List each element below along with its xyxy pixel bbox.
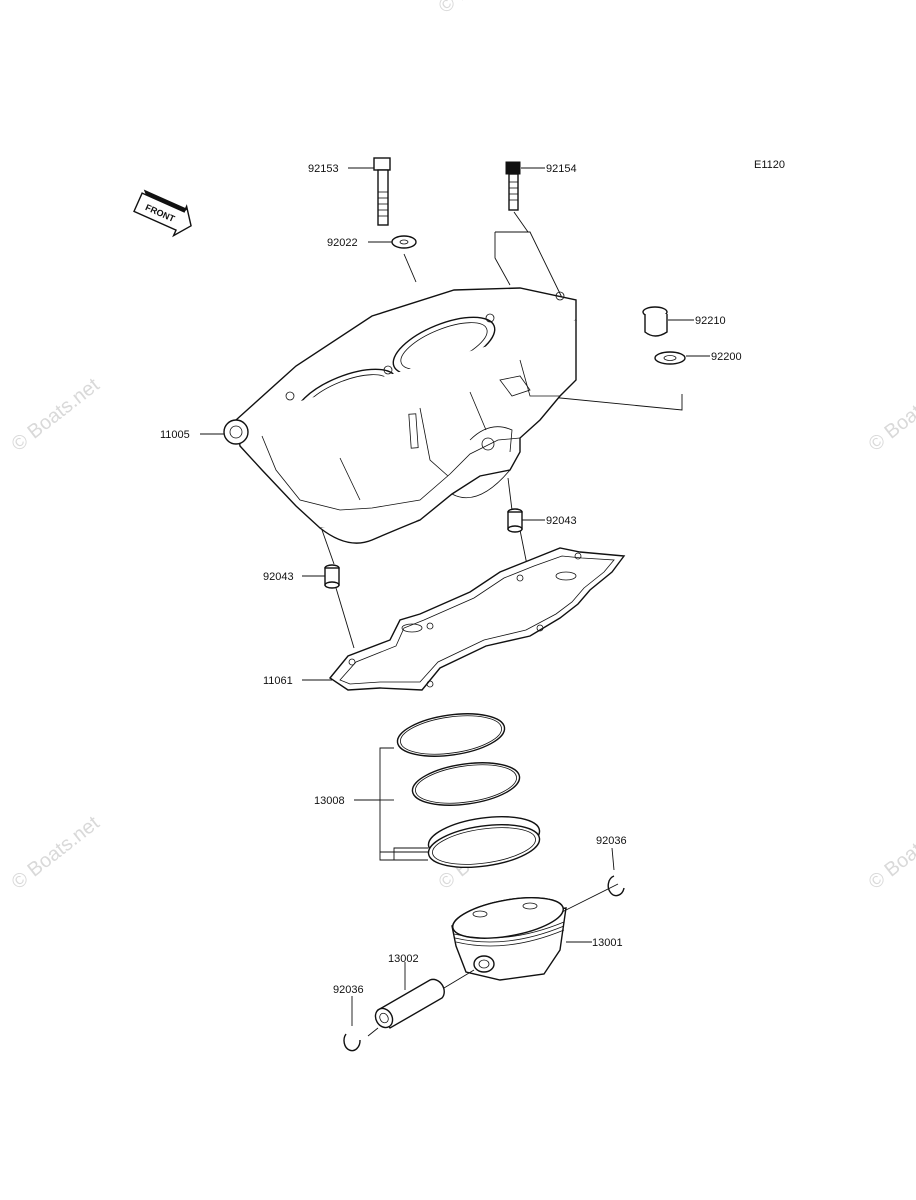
label-92210: 92210 (695, 315, 726, 327)
dowel-92043-left (324, 564, 340, 589)
washer-92200 (654, 351, 686, 365)
bolt-92154 (505, 161, 521, 211)
label-92043-right: 92043 (546, 515, 577, 527)
piston-pin-13002 (374, 978, 445, 1029)
label-92153: 92153 (308, 163, 339, 175)
watermark-top: © Boats.net (435, 0, 531, 18)
label-92154: 92154 (546, 163, 577, 175)
watermark-left: © Boats.net (8, 374, 104, 456)
label-13001: 13001 (592, 937, 623, 949)
cap-92210 (642, 306, 668, 337)
front-arrow-icon: FRONT (133, 189, 192, 238)
cylinder-block-11005 (223, 287, 577, 544)
watermark-lower-left: © Boats.net (8, 812, 104, 894)
circlip-92036-right (607, 875, 625, 897)
bolt-92153 (373, 157, 391, 226)
piston-13001 (451, 897, 567, 981)
piston-rings-13008 (396, 713, 541, 868)
watermark-right: © Boats.net (865, 374, 916, 456)
watermark-lower-right: © Boats.net (865, 812, 916, 894)
label-11061: 11061 (263, 675, 293, 687)
label-13002: 13002 (388, 953, 419, 965)
circlip-92036-left (343, 1033, 361, 1052)
label-92022: 92022 (327, 237, 358, 249)
gasket-11061 (328, 547, 626, 691)
label-92036-right: 92036 (596, 835, 627, 847)
label-11005: 11005 (160, 429, 190, 441)
label-92200: 92200 (711, 351, 742, 363)
label-13008: 13008 (314, 795, 345, 807)
washer-92022 (391, 235, 417, 249)
label-92043-left: 92043 (263, 571, 294, 583)
label-92036-left: 92036 (333, 984, 364, 996)
diagram-code: E1120 (754, 159, 785, 171)
dowel-92043-right (507, 508, 523, 533)
